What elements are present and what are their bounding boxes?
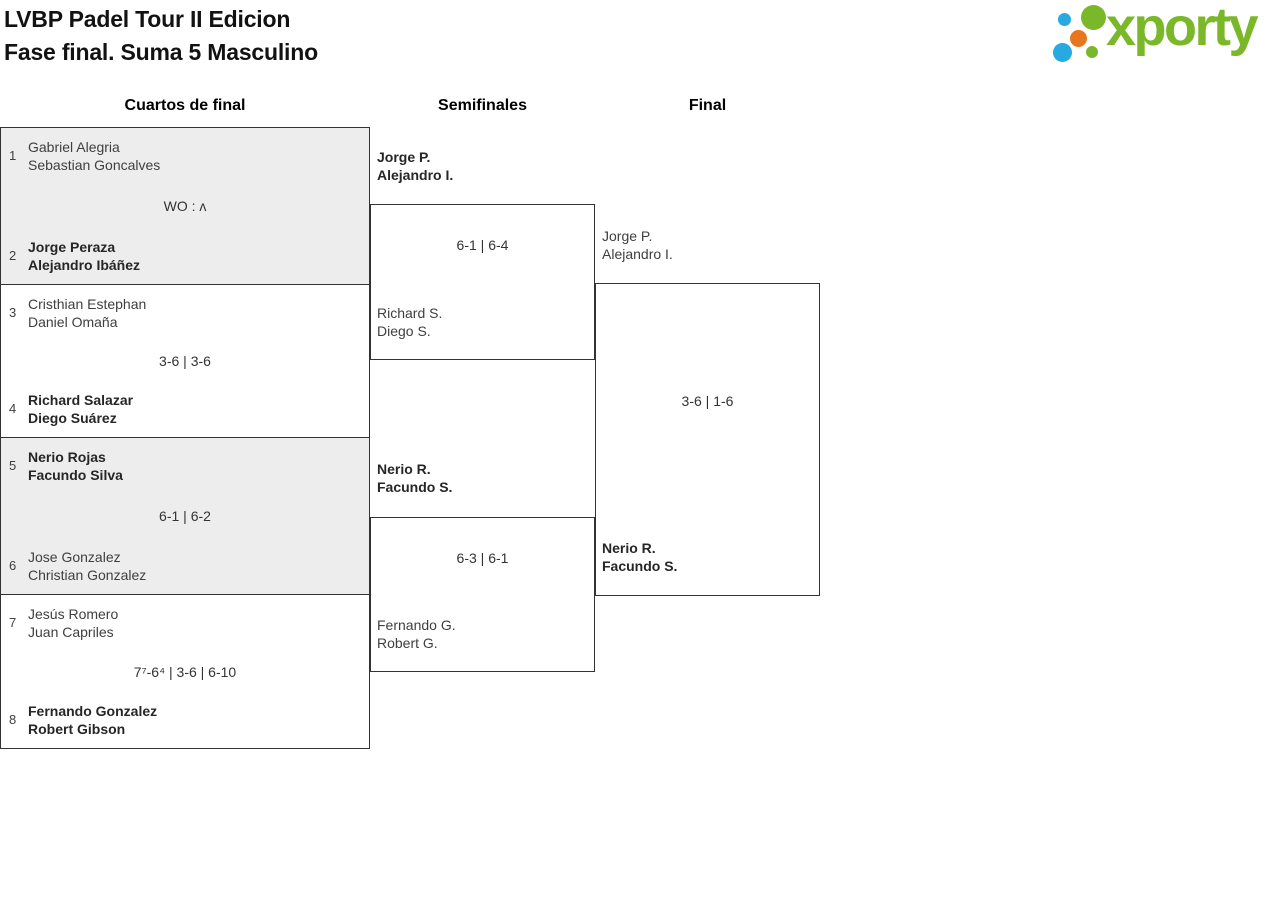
team-name-line: Diego Suárez bbox=[28, 410, 117, 426]
page-title: LVBP Padel Tour II Edicion Fase final. S… bbox=[4, 3, 318, 69]
team-name-line: Jorge Peraza bbox=[28, 239, 116, 255]
round-header-semifinals: Semifinales bbox=[438, 97, 527, 114]
logo-wordmark: xporty bbox=[1106, 0, 1259, 57]
team-richard-diego: Richard Salazar Diego Suárez bbox=[28, 391, 133, 427]
team-name-line: Christian Gonzalez bbox=[28, 567, 147, 583]
team-name-line: Juan Capriles bbox=[28, 624, 114, 640]
seed-number: 3 bbox=[9, 305, 17, 320]
team-fernando-robert: Fernando Gonzalez Robert Gibson bbox=[28, 702, 157, 738]
team-name-line: Alejandro I. bbox=[602, 246, 673, 262]
team-name-line: Jesús Romero bbox=[28, 606, 119, 622]
match-score: WO : ʌ bbox=[163, 198, 207, 214]
team-name-line: Alejandro I. bbox=[377, 167, 454, 183]
team-jorge-alejandro: Jorge Peraza Alejandro Ibáñez bbox=[28, 238, 140, 274]
sf2-top-team: Nerio R. Facundo S. bbox=[377, 460, 452, 496]
final-top-team: Jorge P. Alejandro I. bbox=[602, 227, 673, 263]
team-name-line: Nerio Rojas bbox=[28, 449, 106, 465]
sf2-bottom-team: Fernando G. Robert G. bbox=[377, 616, 456, 652]
final-match[interactable]: 3-6 | 1-6 bbox=[595, 283, 820, 596]
semifinal-match-2[interactable]: 6-3 | 6-1 bbox=[370, 517, 595, 672]
team-name-line: Jorge P. bbox=[602, 228, 653, 244]
team-name-line: Sebastian Goncalves bbox=[28, 157, 161, 173]
team-name-line: Daniel Omaña bbox=[28, 314, 118, 330]
team-name-line: Richard S. bbox=[377, 305, 443, 321]
team-jose-christian: Jose Gonzalez Christian Gonzalez bbox=[28, 548, 146, 584]
round-header-quarterfinals: Cuartos de final bbox=[124, 97, 246, 114]
team-name-line: Robert Gibson bbox=[28, 721, 126, 737]
team-name-line: Cristhian Estephan bbox=[28, 296, 147, 312]
team-name-line: Facundo S. bbox=[602, 558, 678, 574]
quarterfinals-column: 1 Gabriel Alegria Sebastian Goncalves WO… bbox=[0, 127, 370, 749]
team-name-line: Nerio R. bbox=[602, 540, 656, 556]
team-name-line: Nerio R. bbox=[377, 461, 431, 477]
sf1-top-team: Jorge P. Alejandro I. bbox=[377, 148, 453, 184]
seed-number: 4 bbox=[9, 401, 17, 416]
team-name-line: Jorge P. bbox=[377, 149, 431, 165]
team-name-line: Robert G. bbox=[377, 635, 438, 651]
quarterfinal-match-4[interactable]: 7 Jesús Romero Juan Capriles 7⁷-6⁴ | 3-6… bbox=[1, 594, 369, 748]
logo-dot-green-small bbox=[1086, 46, 1098, 58]
team-jesus-juan: Jesús Romero Juan Capriles bbox=[28, 605, 118, 641]
final-bottom-team: Nerio R. Facundo S. bbox=[602, 539, 677, 575]
semifinal-match-1[interactable]: 6-1 | 6-4 bbox=[370, 204, 595, 360]
match-score: 6-1 | 6-2 bbox=[159, 508, 211, 524]
logo-dot-green-large bbox=[1081, 5, 1106, 30]
quarterfinal-match-3[interactable]: 5 Nerio Rojas Facundo Silva 6-1 | 6-2 6 … bbox=[1, 437, 369, 594]
team-name-line: Alejandro Ibáñez bbox=[28, 257, 141, 273]
match-score: 7⁷-6⁴ | 3-6 | 6-10 bbox=[133, 663, 237, 680]
logo-dot-orange bbox=[1070, 30, 1087, 47]
team-cristhian-daniel: Cristhian Estephan Daniel Omaña bbox=[28, 295, 146, 331]
match-score: 3-6 | 3-6 bbox=[159, 353, 211, 369]
logo-dot-blue-large bbox=[1053, 43, 1072, 62]
team-name-line: Facundo S. bbox=[377, 479, 453, 495]
sf1-bottom-team: Richard S. Diego S. bbox=[377, 304, 442, 340]
team-name-line: Fernando G. bbox=[377, 617, 456, 633]
team-name-line: Diego S. bbox=[377, 323, 431, 339]
quarterfinal-match-1[interactable]: 1 Gabriel Alegria Sebastian Goncalves WO… bbox=[1, 128, 369, 284]
seed-number: 7 bbox=[9, 615, 17, 630]
seed-number: 8 bbox=[9, 712, 17, 727]
round-header-final: Final bbox=[688, 97, 727, 114]
logo-dot-blue-small bbox=[1058, 13, 1071, 26]
team-nerio-facundo: Nerio Rojas Facundo Silva bbox=[28, 448, 123, 484]
quarterfinal-match-2[interactable]: 3 Cristhian Estephan Daniel Omaña 3-6 | … bbox=[1, 284, 369, 437]
phase-name: Fase final. Suma 5 Masculino bbox=[4, 39, 318, 65]
match-score: 6-1 | 6-4 bbox=[456, 237, 509, 253]
seed-number: 2 bbox=[9, 248, 17, 263]
team-name-line: Gabriel Alegria bbox=[28, 139, 120, 155]
team-name-line: Fernando Gonzalez bbox=[28, 703, 158, 719]
team-gabriel-sebastian: Gabriel Alegria Sebastian Goncalves bbox=[28, 138, 160, 174]
team-name-line: Facundo Silva bbox=[28, 467, 123, 483]
seed-number: 5 bbox=[9, 458, 17, 473]
seed-number: 6 bbox=[9, 558, 17, 573]
team-name-line: Richard Salazar bbox=[28, 392, 134, 408]
tournament-name: LVBP Padel Tour II Edicion bbox=[4, 6, 291, 32]
match-score: 3-6 | 1-6 bbox=[681, 393, 734, 409]
team-name-line: Jose Gonzalez bbox=[28, 549, 121, 565]
seed-number: 1 bbox=[9, 148, 17, 163]
match-score: 6-3 | 6-1 bbox=[456, 550, 509, 566]
